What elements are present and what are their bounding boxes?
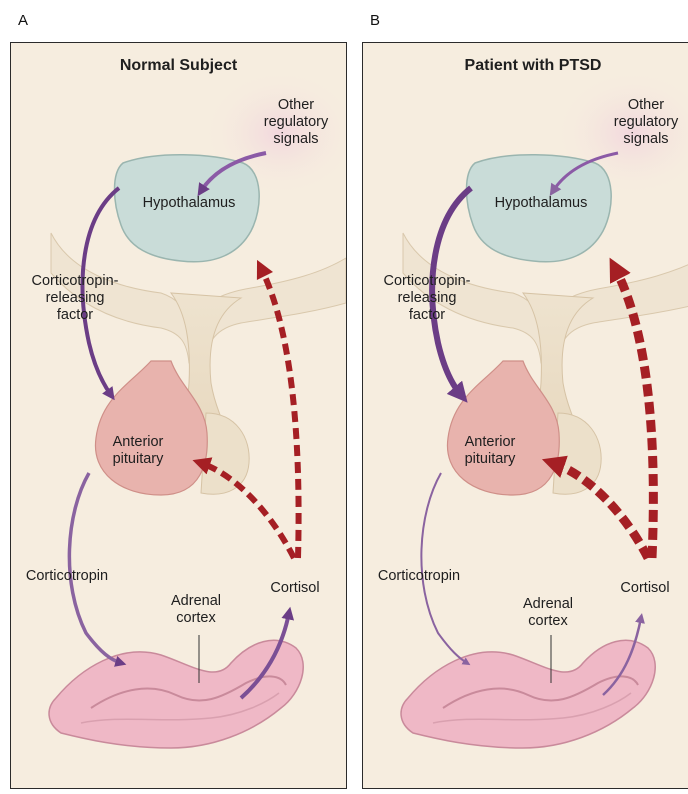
panel-b-letter: B <box>370 12 380 29</box>
posterior-pituitary <box>201 413 249 494</box>
anterior-pituitary-label: Anterior pituitary <box>93 434 183 468</box>
panel-a-title: Normal Subject <box>11 57 346 75</box>
adrenal-cortex-label: Adrenal cortex <box>508 596 588 630</box>
hypothalamus-label: Hypothalamus <box>471 195 611 212</box>
cortisol-label: Cortisol <box>255 580 335 597</box>
crf-label: Corticotropin- releasing factor <box>367 273 487 324</box>
crf-label: Corticotropin- releasing factor <box>15 273 135 324</box>
panel-a-artwork <box>11 43 346 788</box>
cortisol-label: Cortisol <box>605 580 685 597</box>
panel-b-title: Patient with PTSD <box>363 57 688 75</box>
adrenal-cortex-label: Adrenal cortex <box>156 593 236 627</box>
panel-patient-ptsd: Patient with PTSD Other regulatory signa… <box>362 42 688 789</box>
other-signals-label: Other regulatory signals <box>261 97 331 148</box>
corticotropin-label: Corticotropin <box>17 568 117 585</box>
hypothalamus-label: Hypothalamus <box>119 195 259 212</box>
corticotropin-label: Corticotropin <box>369 568 469 585</box>
panel-normal-subject: Normal Subject Other regulatory signals … <box>10 42 347 789</box>
panel-b-artwork <box>363 43 688 788</box>
panel-a-letter: A <box>18 12 28 29</box>
anterior-pituitary-label: Anterior pituitary <box>445 434 535 468</box>
other-signals-label: Other regulatory signals <box>611 97 681 148</box>
